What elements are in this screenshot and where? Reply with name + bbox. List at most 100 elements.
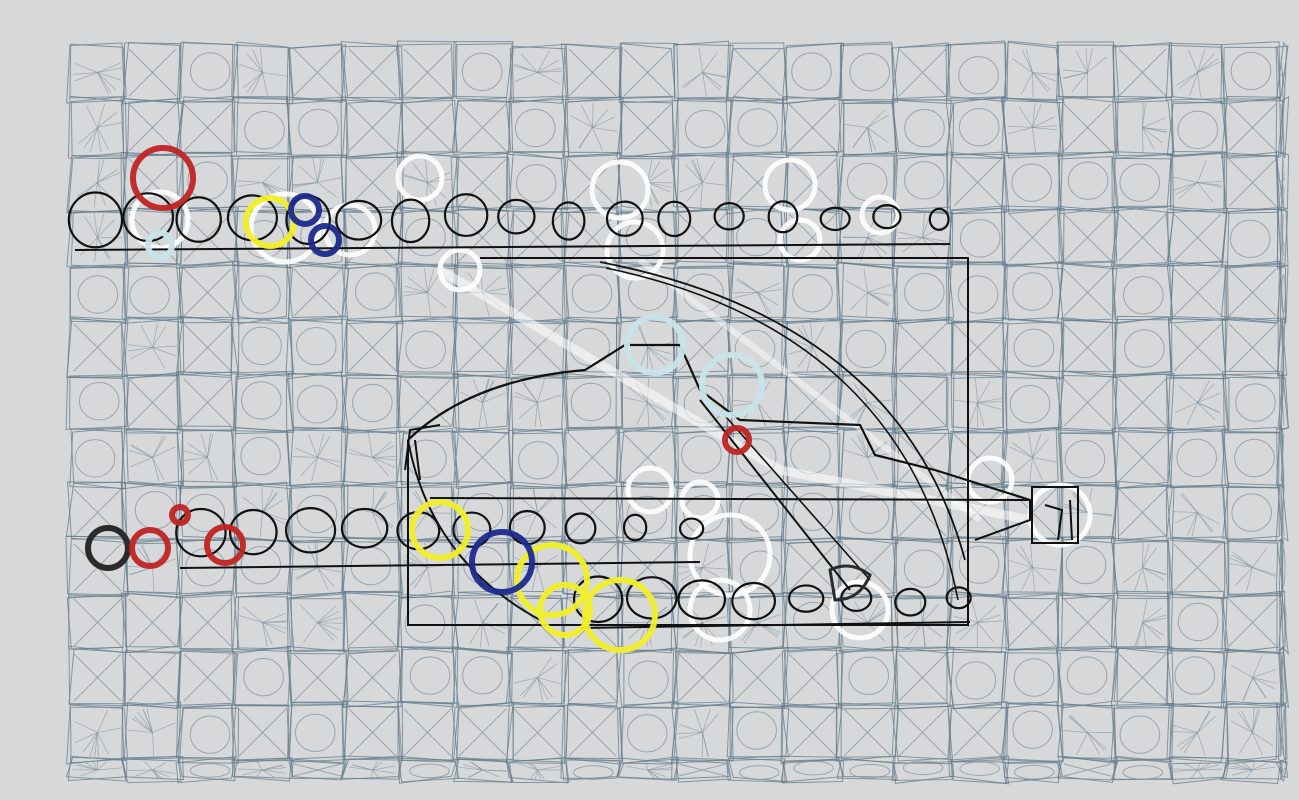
grid-cell (65, 755, 128, 782)
white-circle (129, 189, 191, 251)
grid-cell (950, 370, 1008, 433)
white-circle (965, 455, 1015, 505)
grid-cell (1111, 262, 1174, 325)
loop (335, 199, 383, 241)
grid-cell (670, 703, 734, 764)
grid-cell (893, 206, 954, 269)
grid-cell (1220, 41, 1282, 105)
grid-cell (287, 591, 347, 655)
grid-cell (565, 702, 624, 765)
grid-cell (672, 318, 730, 380)
grid-cell (123, 372, 181, 434)
loop (228, 508, 278, 556)
grid-cell (397, 646, 457, 708)
grid-cell (561, 264, 622, 325)
grid-cell (65, 374, 130, 431)
grid-cell (121, 701, 182, 762)
white-stroke (638, 257, 982, 523)
grid-cell (1221, 591, 1284, 654)
grid-cell (835, 261, 898, 323)
grid-cell (122, 650, 182, 709)
grid-cell (891, 702, 952, 764)
loop (564, 512, 597, 545)
grid-cell (948, 755, 1010, 785)
grid-cell (1168, 756, 1230, 785)
loop (657, 200, 692, 238)
grid-cell (175, 315, 239, 379)
grid-cell (1057, 370, 1118, 434)
loop (622, 513, 648, 542)
grid-cell (1278, 645, 1289, 709)
grid-cell (946, 261, 1008, 325)
baseline (179, 561, 701, 569)
grid-cell (725, 482, 786, 542)
grid-cell (178, 41, 239, 103)
grid-cell (175, 756, 236, 784)
grid-cell (233, 205, 291, 268)
grid-cell (505, 703, 566, 764)
grid-cell (1111, 590, 1174, 655)
grid-cell (1221, 426, 1280, 489)
grid-cell (1059, 535, 1116, 600)
grid-cell (66, 704, 129, 765)
grid-cell (1113, 205, 1175, 268)
colored-circles (129, 145, 765, 653)
grid-cell (120, 755, 184, 784)
grid-cell (288, 483, 349, 544)
grid-cell (341, 320, 404, 377)
grid-cell (120, 428, 185, 487)
grid-cell (1058, 316, 1117, 376)
grid-cell (1165, 42, 1228, 103)
grid-cell (1110, 537, 1171, 599)
grid-cell (231, 426, 292, 488)
grid-cell (509, 43, 569, 104)
grid-cell (1004, 591, 1060, 651)
grid-cell (616, 647, 679, 709)
colored-circle (145, 230, 175, 260)
grid-cell (726, 701, 790, 759)
grid-cell (561, 370, 624, 430)
grid-cell (780, 702, 842, 764)
white-circle (625, 465, 675, 515)
grid-cell (121, 262, 185, 323)
grid-cell (1000, 648, 1061, 709)
arch-curve (407, 439, 541, 621)
grid-cell (67, 95, 128, 160)
grid-cell (892, 646, 955, 710)
grid-cell (175, 96, 239, 158)
lower-loop-chain (175, 507, 705, 569)
grid-cell (1220, 757, 1282, 785)
grid-cell (1112, 42, 1174, 103)
colored-circle (624, 314, 686, 376)
dark-circle (85, 525, 131, 571)
grid-cell (1167, 425, 1227, 489)
grid-cell (947, 701, 1009, 763)
grid-cell (285, 371, 349, 432)
grid-cell (945, 430, 1009, 490)
grid-cell (945, 648, 1007, 710)
grid-cell (66, 42, 127, 104)
loop (945, 586, 972, 610)
grid-cell (951, 320, 1009, 379)
grid-cell (1056, 755, 1119, 784)
grid-cell (340, 96, 405, 160)
grid-cell (1222, 482, 1281, 543)
grid-cell (1000, 701, 1064, 764)
grid-cell (1166, 590, 1227, 654)
grid-cell (780, 95, 843, 156)
grid-cell (618, 96, 676, 158)
grid-cell (891, 42, 952, 101)
grid-cell (340, 372, 401, 435)
grid-cell (232, 41, 294, 105)
grid-cell (1167, 536, 1229, 600)
grid-cell (69, 427, 126, 490)
grid-cell (396, 97, 458, 159)
grid-cell (1055, 645, 1119, 709)
grid-cell (1275, 41, 1289, 104)
colored-circle (469, 529, 535, 595)
grid-cell (231, 96, 292, 158)
white-circle (687, 512, 773, 598)
grid-cell (66, 593, 127, 653)
